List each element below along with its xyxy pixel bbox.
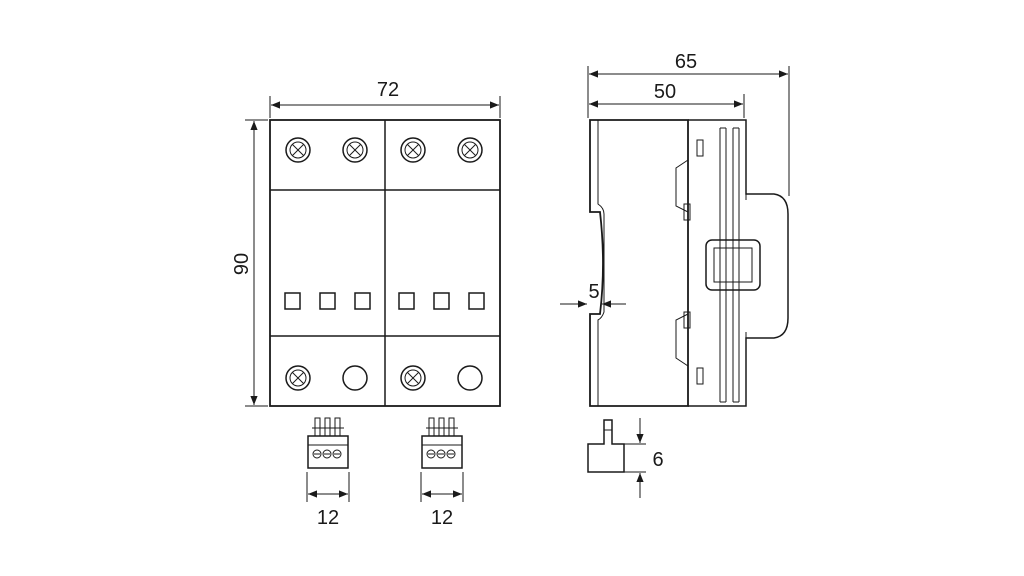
handle-outer <box>705 239 761 291</box>
dimension-label-connector-right: 12 <box>431 507 453 529</box>
open-terminal-icon <box>342 365 368 391</box>
connector-left <box>307 417 349 469</box>
screw-terminal-icon <box>285 365 311 391</box>
rail-clip <box>597 120 605 406</box>
status-window-icon <box>433 292 450 310</box>
slot-icon <box>683 203 691 221</box>
status-window-icon <box>319 292 336 310</box>
connector-right <box>421 417 463 469</box>
slot-icon <box>683 311 691 329</box>
slot-icon <box>696 367 704 385</box>
screw-terminal-icon <box>342 137 368 163</box>
dimension-label-depth-body: 50 <box>654 81 676 103</box>
screw-terminal-icon <box>400 137 426 163</box>
slot-icon <box>696 139 704 157</box>
front-view: 72 90 <box>231 79 501 407</box>
status-window-icon <box>284 292 301 310</box>
screw-terminal-icon <box>457 137 483 163</box>
step-outline <box>675 159 689 213</box>
screw-terminal-icon <box>285 137 311 163</box>
dimension-label-width: 72 <box>377 79 399 101</box>
dimension-label-rail-gap: 5 <box>588 281 599 303</box>
status-window-icon <box>354 292 371 310</box>
dimension-label-depth-total: 65 <box>675 51 697 73</box>
front-stepped-section <box>688 119 789 407</box>
dimension-label-connector-height: 6 <box>652 449 663 471</box>
status-window-icon <box>398 292 415 310</box>
handle-inner <box>713 247 753 283</box>
step-outline <box>675 313 689 367</box>
screw-terminal-icon <box>400 365 426 391</box>
dimension-label-height: 90 <box>231 253 253 275</box>
side-view: 65 50 5 6 <box>560 51 790 498</box>
side-housing <box>589 119 689 407</box>
open-terminal-icon <box>457 365 483 391</box>
dimension-label-connector-left: 12 <box>317 507 339 529</box>
status-window-icon <box>468 292 485 310</box>
clip-part <box>587 419 625 473</box>
